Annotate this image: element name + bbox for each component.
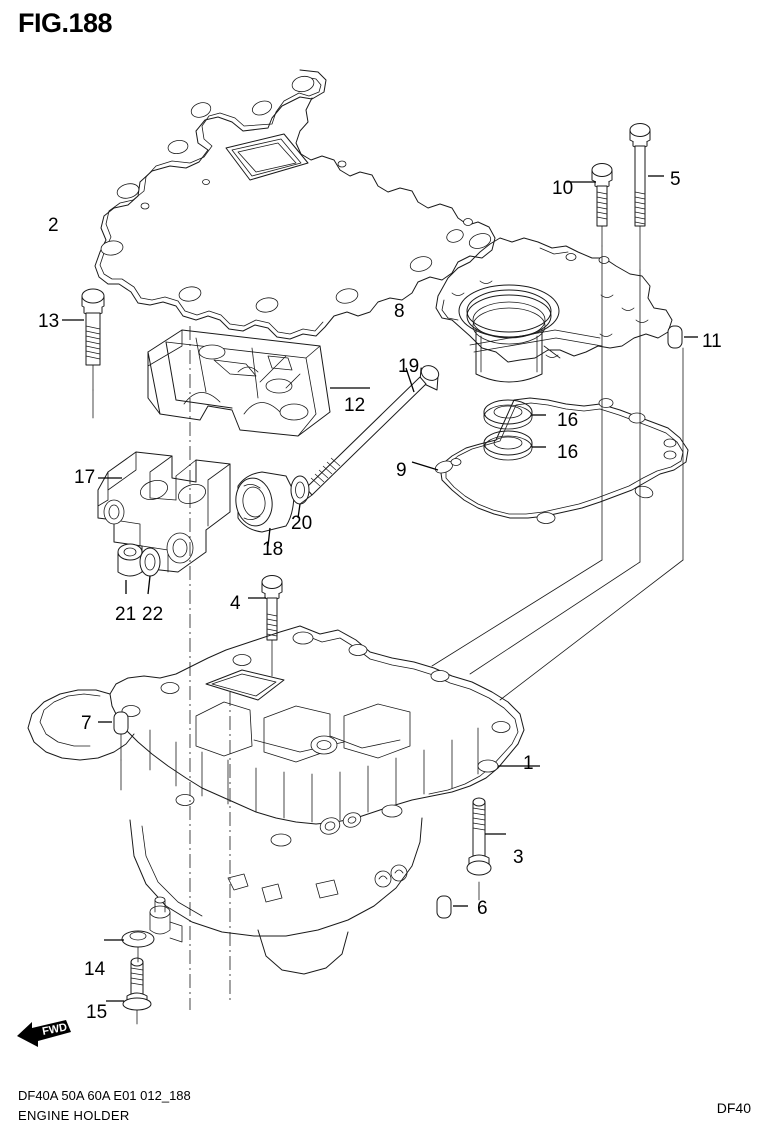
part-13-flange-bolt <box>62 288 105 391</box>
callout-20-washer: 20 <box>291 513 313 534</box>
callout-5-long-bolt: 5 <box>670 169 681 190</box>
callout-16-o-ring-upper: 16 <box>557 410 579 431</box>
part-10-bolt <box>566 163 613 247</box>
part-9-gasket <box>411 397 689 524</box>
callout-12-holder: 12 <box>344 395 366 416</box>
callout-3-stud-bolt: 3 <box>513 847 524 868</box>
callout-22-washer: 22 <box>142 604 164 625</box>
part-11-dowel-pin <box>667 325 698 349</box>
callout-10-bolt: 10 <box>552 178 574 199</box>
part-4-bolt <box>248 575 283 641</box>
part-16-o-ring-lower <box>483 430 546 461</box>
callout-15-bolt: 15 <box>86 1002 108 1023</box>
callout-7-dowel-pin: 7 <box>81 713 92 734</box>
callout-19-through-bolt: 19 <box>398 356 420 377</box>
part-15-bolt <box>106 957 152 1011</box>
callout-14-washer: 14 <box>84 959 106 980</box>
footer-model-line: DF40A 50A 60A E01 012_188 <box>18 1088 191 1103</box>
drain-plug-assembly <box>149 896 183 943</box>
callout-18-bushing: 18 <box>262 539 284 560</box>
part-8-oil-seal-housing <box>435 237 673 383</box>
callout-8-oil-seal-housing: 8 <box>394 301 405 322</box>
part-3-stud-bolt <box>466 797 506 876</box>
part-12-holder <box>147 329 370 437</box>
callout-2-gasket: 2 <box>48 215 59 236</box>
assembly-centerlines <box>92 245 684 1025</box>
part-22-washer <box>139 547 161 595</box>
callout-6-dowel-pin: 6 <box>477 898 488 919</box>
part-18-bushing <box>235 471 295 547</box>
callout-21-nut: 21 <box>115 604 137 625</box>
callout-16-o-ring-lower: 16 <box>557 442 579 463</box>
part-7-dowel-pin <box>98 711 129 761</box>
callout-13-flange-bolt: 13 <box>38 311 60 332</box>
part-17-bracket <box>97 451 231 573</box>
fwd-label: FWD <box>41 1021 68 1038</box>
part-5-long-bolt <box>629 123 664 271</box>
part-20-washer <box>290 475 310 519</box>
page-title: FIG.188 <box>18 8 113 38</box>
part-21-nut <box>117 543 143 594</box>
callout-17-bracket: 17 <box>74 467 96 488</box>
part-1-engine-holder <box>27 625 540 975</box>
footer-model-code: DF40 <box>716 1100 751 1116</box>
callout-4-bolt: 4 <box>230 593 241 614</box>
footer-assembly-name: ENGINE HOLDER <box>18 1108 130 1123</box>
part-16-o-ring-upper <box>483 399 546 430</box>
forward-direction-arrow-icon: FWD <box>17 1020 71 1047</box>
part-19-through-bolt <box>305 365 440 496</box>
callout-9-gasket: 9 <box>396 460 407 481</box>
callout-1-engine-holder: 1 <box>523 753 534 774</box>
callout-11-dowel-pin: 11 <box>702 331 722 352</box>
part-6-dowel-pin <box>436 895 468 919</box>
part-14-washer <box>104 930 155 948</box>
part-2-gasket <box>94 69 496 340</box>
